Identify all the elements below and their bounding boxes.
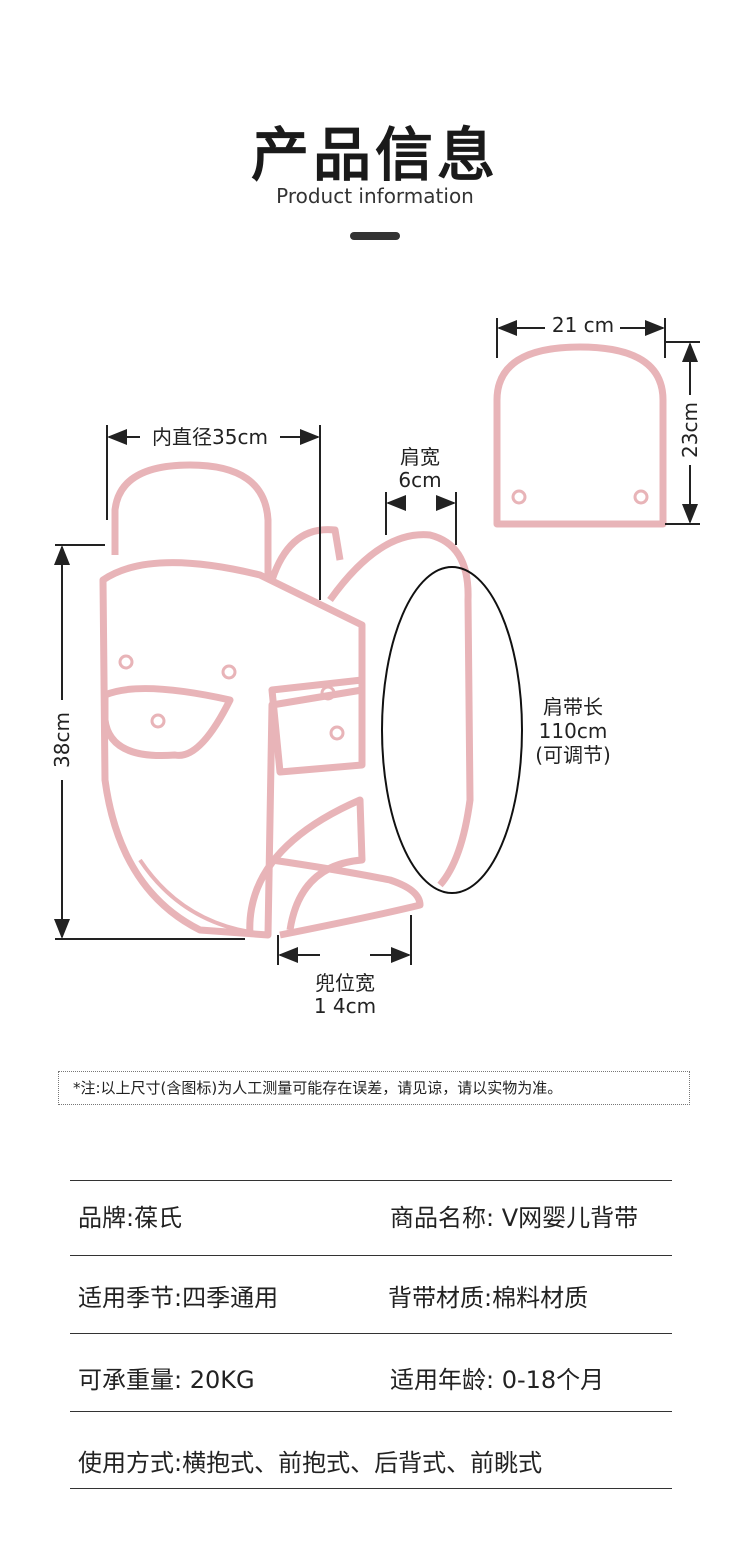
table-divider — [70, 1255, 672, 1256]
title-divider — [350, 232, 400, 240]
page-title: 产品信息 — [250, 121, 499, 189]
spec-age: 适用年龄: 0-18个月 — [390, 1366, 605, 1394]
table-divider — [70, 1333, 672, 1334]
carrier-illustration — [99, 343, 667, 939]
height-label: 38cm — [50, 712, 74, 768]
spec-brand: 品牌:葆氏 — [78, 1204, 183, 1232]
shoulder-width-label: 肩宽 — [400, 445, 440, 469]
strap-length-value: 110cm — [539, 719, 608, 743]
seat-width-label: 兜位宽 — [315, 971, 375, 995]
inner-diameter-label: 内直径35cm — [152, 425, 268, 449]
shoulder-width-value: 6cm — [398, 468, 441, 492]
table-divider — [70, 1488, 672, 1489]
spec-usage: 使用方式:横抱式、前抱式、后背式、前眺式 — [78, 1449, 543, 1477]
spec-season: 适用季节:四季通用 — [78, 1284, 279, 1312]
hood-width-label: 21 cm — [552, 313, 614, 337]
carrier-dimension-diagram: 21 cm 23cm 内直径35cm 肩宽 6cm 38cm 肩带长 110cm… — [50, 313, 702, 1018]
dimension-lines — [54, 318, 700, 965]
measurement-disclaimer: *注:以上尺寸(含图标)为人工测量可能存在误差，请见谅，请以实物为准。 — [58, 1071, 690, 1105]
spec-weight: 可承重量: 20KG — [78, 1366, 255, 1394]
strap-length-note: (可调节) — [535, 743, 611, 767]
table-divider — [70, 1411, 672, 1412]
hood-height-label: 23cm — [678, 402, 702, 458]
table-divider — [70, 1180, 672, 1181]
spec-product-name: 商品名称: V网婴儿背带 — [390, 1204, 639, 1232]
strap-length-loop — [381, 566, 523, 894]
spec-material: 背带材质:棉料材质 — [388, 1284, 589, 1312]
seat-width-value: 1 4cm — [314, 994, 376, 1018]
strap-length-label: 肩带长 — [543, 695, 603, 719]
page-subtitle: Product information — [276, 184, 474, 208]
